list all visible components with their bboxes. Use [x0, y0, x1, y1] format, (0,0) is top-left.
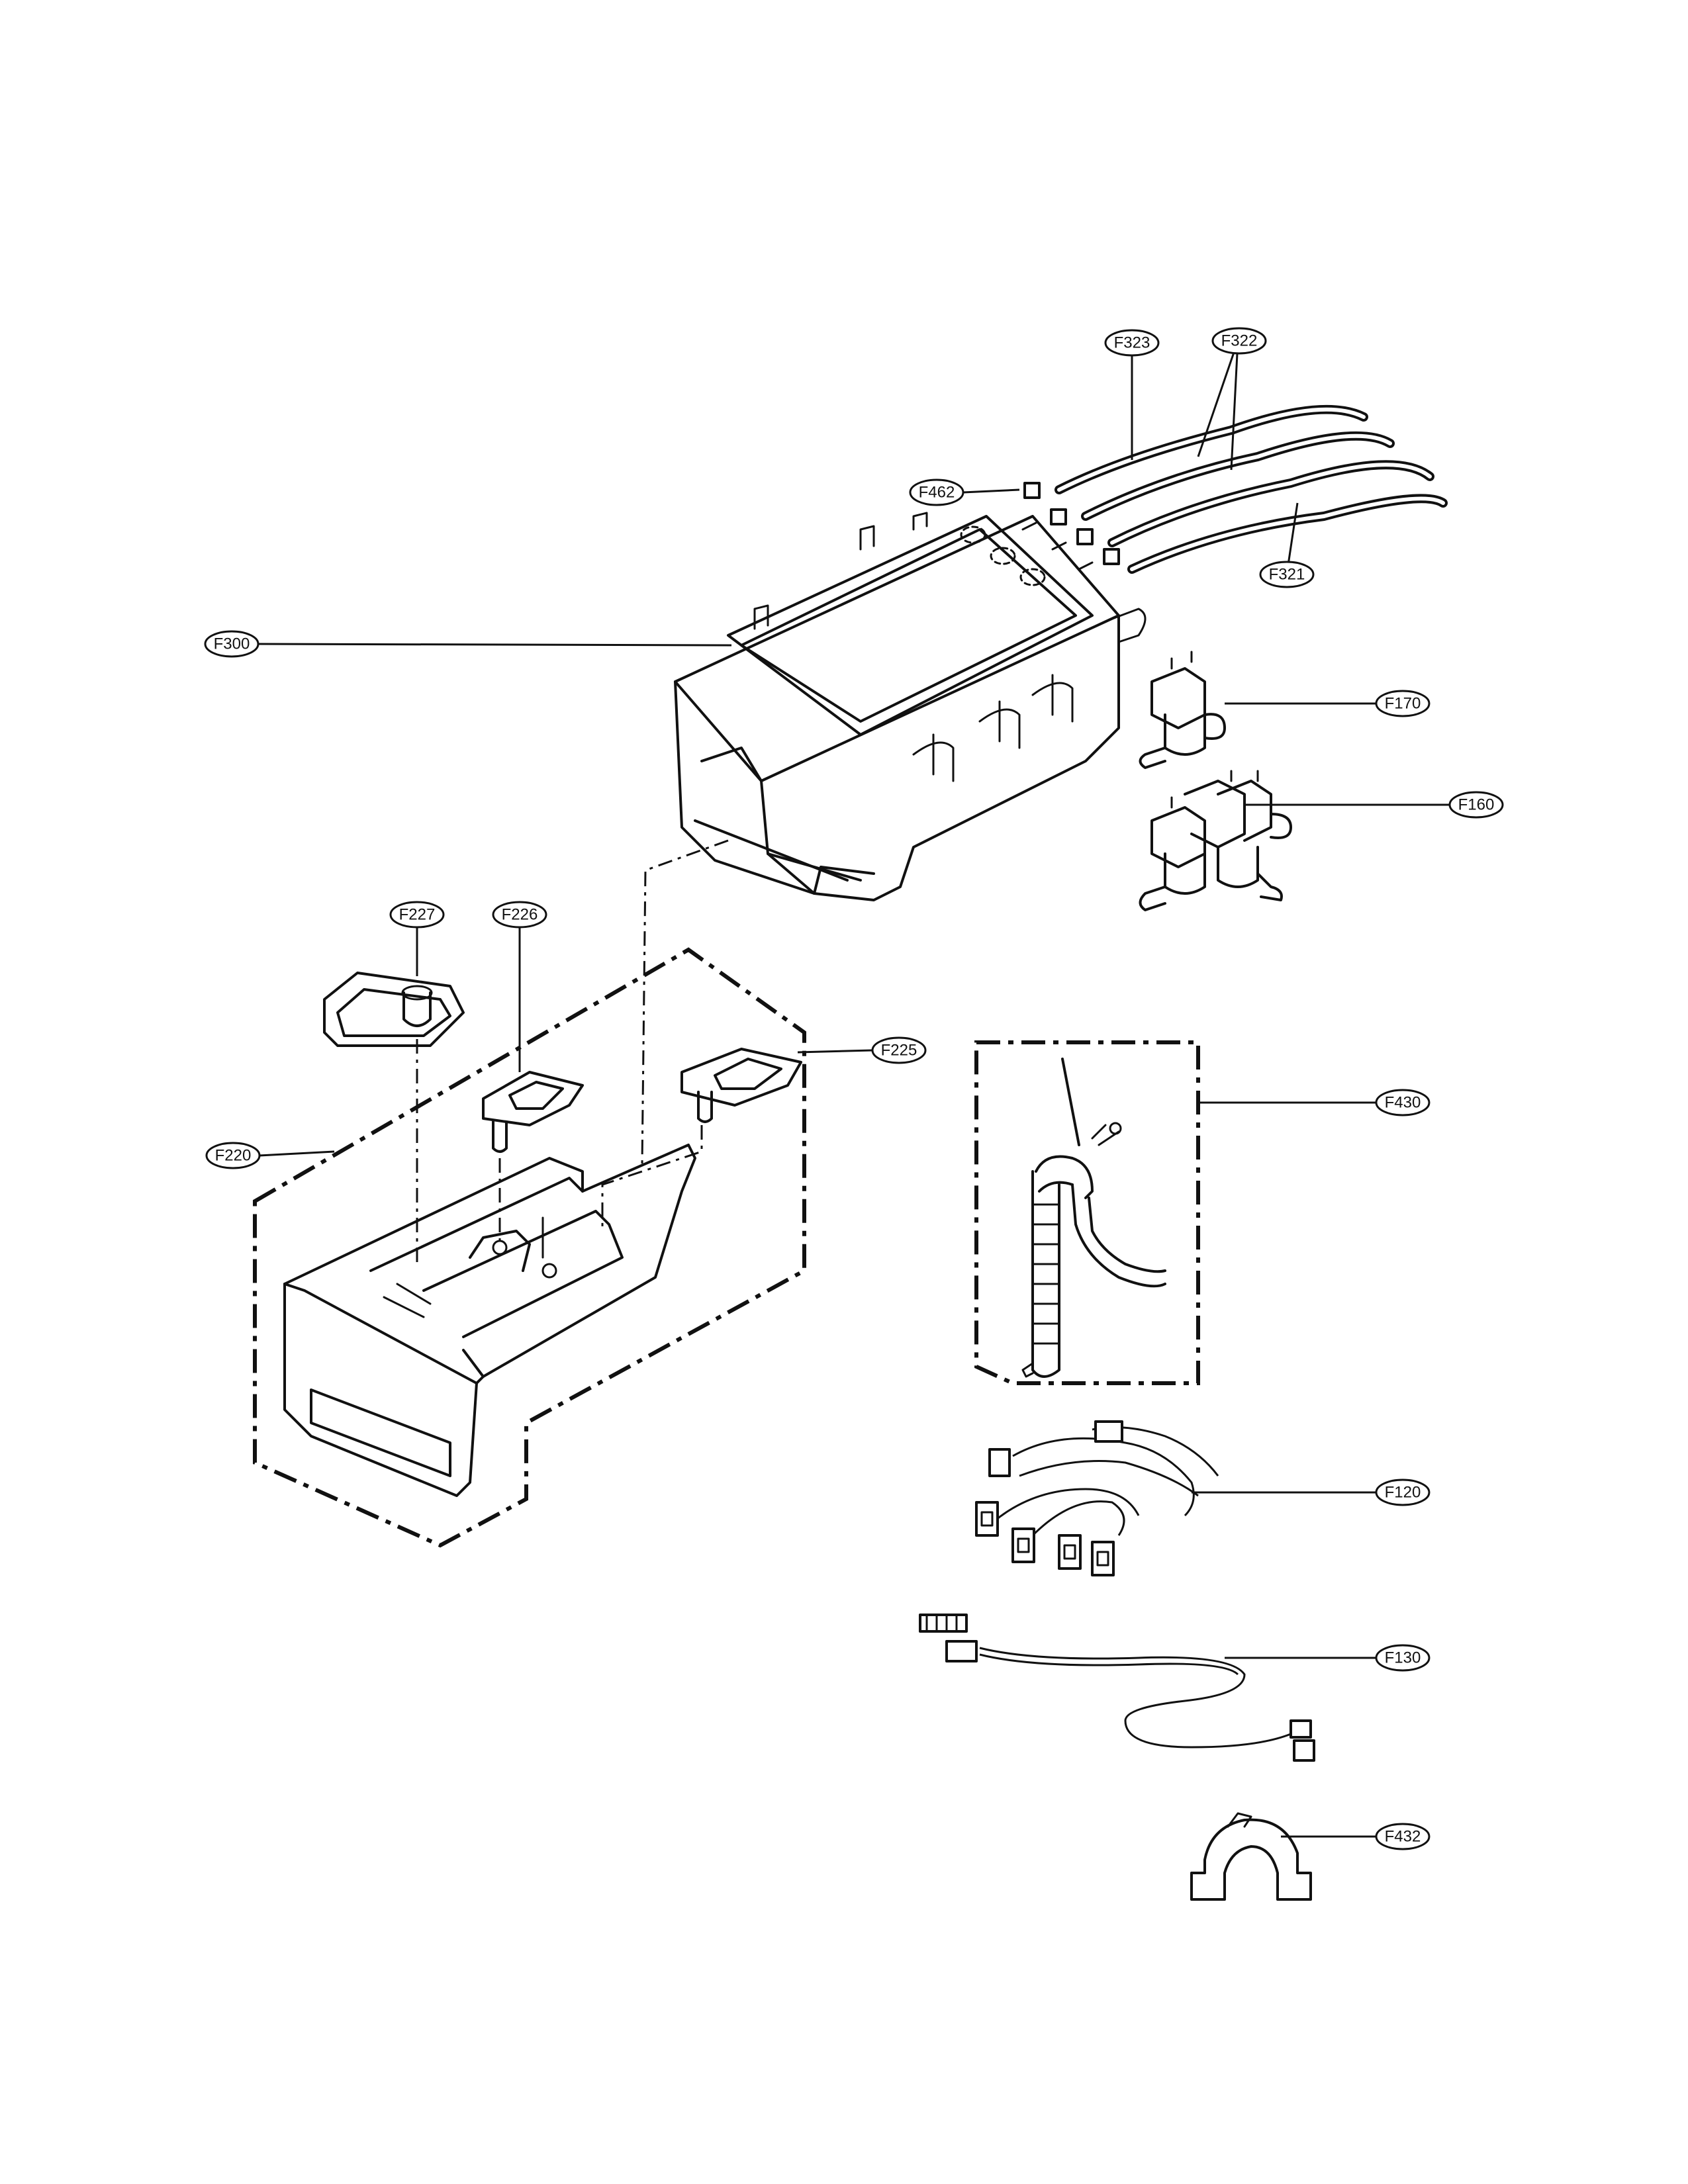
dispenser-housing-f300 [674, 512, 1147, 901]
callout-F160: F160 [1448, 791, 1504, 819]
callout-F300: F300 [204, 630, 259, 658]
inlet-hoses [1023, 404, 1448, 574]
callout-label-F321: F321 [1269, 566, 1305, 584]
callout-F130: F130 [1375, 1644, 1430, 1672]
clip-f432 [1190, 1812, 1312, 1901]
detergent-drawer-f220 [283, 1144, 696, 1497]
callout-F220: F220 [205, 1142, 261, 1169]
hose-assembly-f430 [1021, 1058, 1166, 1378]
callout-label-F130: F130 [1385, 1649, 1421, 1667]
callout-F120: F120 [1375, 1479, 1430, 1506]
siphon-cover-f225 [680, 1048, 802, 1123]
callout-label-F432: F432 [1385, 1828, 1421, 1846]
callout-F170: F170 [1375, 690, 1430, 717]
callout-label-F170: F170 [1385, 695, 1421, 713]
callout-label-F220: F220 [215, 1147, 252, 1165]
callout-label-F430: F430 [1385, 1094, 1421, 1112]
leader-lines [258, 340, 1451, 1838]
callout-F322: F322 [1211, 327, 1267, 355]
callout-F430: F430 [1375, 1089, 1430, 1116]
wire-harness-f130 [919, 1614, 1315, 1762]
dispenser-to-drawer-line [641, 839, 729, 1165]
callout-F227: F227 [389, 901, 445, 929]
drawer-group-outline [253, 947, 806, 1548]
siphon-cover-f226 [482, 1071, 584, 1153]
grouping-outlines [253, 839, 1200, 1548]
callout-F226: F226 [492, 901, 547, 929]
callout-F462: F462 [909, 478, 964, 506]
wiring-harness-f120 [975, 1420, 1219, 1576]
callout-label-F227: F227 [399, 906, 436, 924]
f225-guide-line [601, 1125, 703, 1231]
callout-label-F225: F225 [881, 1042, 917, 1060]
callout-label-F226: F226 [502, 906, 538, 924]
callout-F225: F225 [871, 1036, 927, 1064]
callout-label-F160: F160 [1458, 796, 1495, 814]
cap-f227 [323, 972, 465, 1047]
single-inlet-valve-f170 [1139, 651, 1226, 769]
callout-F432: F432 [1375, 1823, 1430, 1850]
triple-inlet-valve-f160 [1139, 770, 1292, 911]
callout-F321: F321 [1259, 561, 1315, 588]
callout-label-F322: F322 [1221, 332, 1258, 350]
callout-label-F462: F462 [919, 484, 955, 502]
callout-F323: F323 [1104, 329, 1160, 357]
hose-assembly-group-outline [974, 1040, 1200, 1385]
callout-label-F323: F323 [1114, 334, 1150, 352]
callout-label-F120: F120 [1385, 1484, 1421, 1502]
callout-label-F300: F300 [214, 635, 250, 653]
